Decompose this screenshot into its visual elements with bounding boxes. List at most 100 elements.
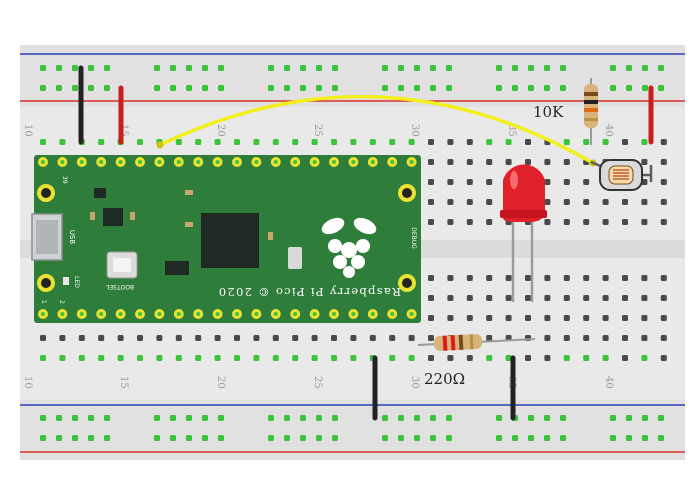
yellow-wire-end-left — [156, 141, 164, 149]
breadboard-hole — [268, 65, 274, 71]
breadboard-hole — [447, 315, 454, 321]
pico-pin-hole — [312, 160, 317, 164]
breadboard-hole — [316, 65, 322, 71]
breadboard-hole — [292, 335, 299, 341]
breadboard-hole — [300, 435, 306, 441]
raspberry-berry — [343, 266, 355, 278]
breadboard-hole — [622, 355, 628, 361]
rp2040-chip — [201, 213, 259, 268]
breadboard-hole — [660, 159, 667, 165]
breadboard-hole — [316, 85, 322, 91]
photoresistor-track — [613, 169, 629, 180]
pico-pin-hole — [196, 312, 201, 316]
breadboard-hole — [525, 159, 531, 165]
smd-part — [185, 190, 193, 195]
resistor-band — [450, 335, 456, 351]
breadboard-hole — [486, 179, 493, 185]
smd-part — [185, 222, 193, 227]
breadboard-hole — [486, 199, 493, 205]
col-label-40-bottom: 40 — [603, 376, 614, 389]
breadboard-hole — [382, 65, 388, 71]
breadboard-hole — [512, 65, 518, 71]
breadboard-hole — [560, 85, 566, 91]
breadboard-hole — [78, 355, 85, 361]
pin-2-label: 2 — [58, 300, 65, 304]
pin-1-label: 1 — [40, 300, 47, 304]
col-label-20-bottom: 20 — [215, 376, 226, 389]
col-label-25-top: 25 — [312, 124, 323, 137]
breadboard-hole — [414, 415, 420, 421]
col-label-30-bottom: 30 — [409, 376, 420, 389]
pico-pin-hole — [176, 160, 181, 164]
breadboard-hole — [610, 435, 616, 441]
breadboard-hole — [642, 435, 648, 441]
breadboard-hole — [311, 355, 318, 361]
label-220-ohm: 220Ω — [424, 370, 465, 388]
crystal — [288, 247, 302, 269]
breadboard-hole — [622, 199, 628, 205]
pico-pin-pads — [38, 157, 417, 319]
pico-pin-hole — [79, 160, 84, 164]
breadboard-hole — [447, 199, 454, 205]
breadboard-hole — [398, 435, 404, 441]
breadboard-hole — [544, 315, 551, 321]
breadboard-hole — [563, 335, 570, 341]
breadboard-hole — [414, 85, 420, 91]
breadboard-hole — [56, 435, 62, 441]
resistor-10k-body — [584, 84, 598, 128]
breadboard-hole — [382, 435, 388, 441]
breadboard-hole — [156, 335, 163, 341]
breadboard-hole — [505, 315, 512, 321]
breadboard-hole — [496, 85, 502, 91]
breadboard-hole — [528, 65, 534, 71]
breadboard-hole — [234, 335, 240, 341]
pico-pin-hole — [176, 312, 181, 316]
pico-pin-hole — [293, 312, 298, 316]
breadboard-hole — [447, 355, 454, 361]
breadboard-hole — [253, 355, 260, 361]
breadboard-hole — [528, 415, 534, 421]
breadboard-hole — [272, 355, 279, 361]
breadboard-hole — [428, 179, 434, 185]
breadboard-hole — [544, 355, 551, 361]
resistor-band — [584, 118, 598, 121]
breadboard-hole — [154, 65, 160, 71]
breadboard-hole — [496, 435, 502, 441]
breadboard-hole — [622, 275, 628, 281]
breadboard-hole — [154, 415, 160, 421]
breadboard-hole — [447, 295, 454, 301]
breadboard-hole — [272, 335, 279, 341]
breadboard-hole — [268, 415, 274, 421]
breadboard-hole — [486, 159, 493, 165]
breadboard-hole — [389, 355, 396, 361]
breadboard-hole — [583, 219, 590, 225]
breadboard-hole — [512, 85, 518, 91]
breadboard-hole — [40, 415, 46, 421]
breadboard-hole — [104, 435, 110, 441]
col-label-20-top: 20 — [215, 124, 226, 137]
breadboard-hole — [214, 335, 221, 341]
breadboard-hole — [544, 295, 551, 301]
breadboard-hole — [398, 85, 404, 91]
breadboard-hole — [311, 139, 318, 145]
breadboard-hole — [284, 435, 290, 441]
breadboard-hole — [88, 65, 94, 71]
breadboard-hole — [486, 315, 493, 321]
breadboard-hole — [641, 315, 648, 321]
breadboard-hole — [505, 139, 512, 145]
breadboard-hole — [583, 139, 590, 145]
pico-pin-hole — [41, 160, 45, 164]
breadboard-hole — [544, 415, 550, 421]
breadboard-hole — [560, 65, 566, 71]
label-10k: 10K — [533, 103, 564, 121]
pico-pin-hole — [138, 160, 142, 164]
pico-pin-hole — [99, 312, 104, 316]
breadboard-hole — [218, 415, 224, 421]
breadboard-hole — [186, 435, 192, 441]
pico-pin-hole — [235, 312, 239, 316]
pico-pin-hole — [60, 312, 65, 316]
breadboard-hole — [486, 219, 493, 225]
breadboard-hole — [525, 355, 531, 361]
breadboard-hole — [398, 415, 404, 421]
breadboard-hole — [660, 355, 667, 361]
